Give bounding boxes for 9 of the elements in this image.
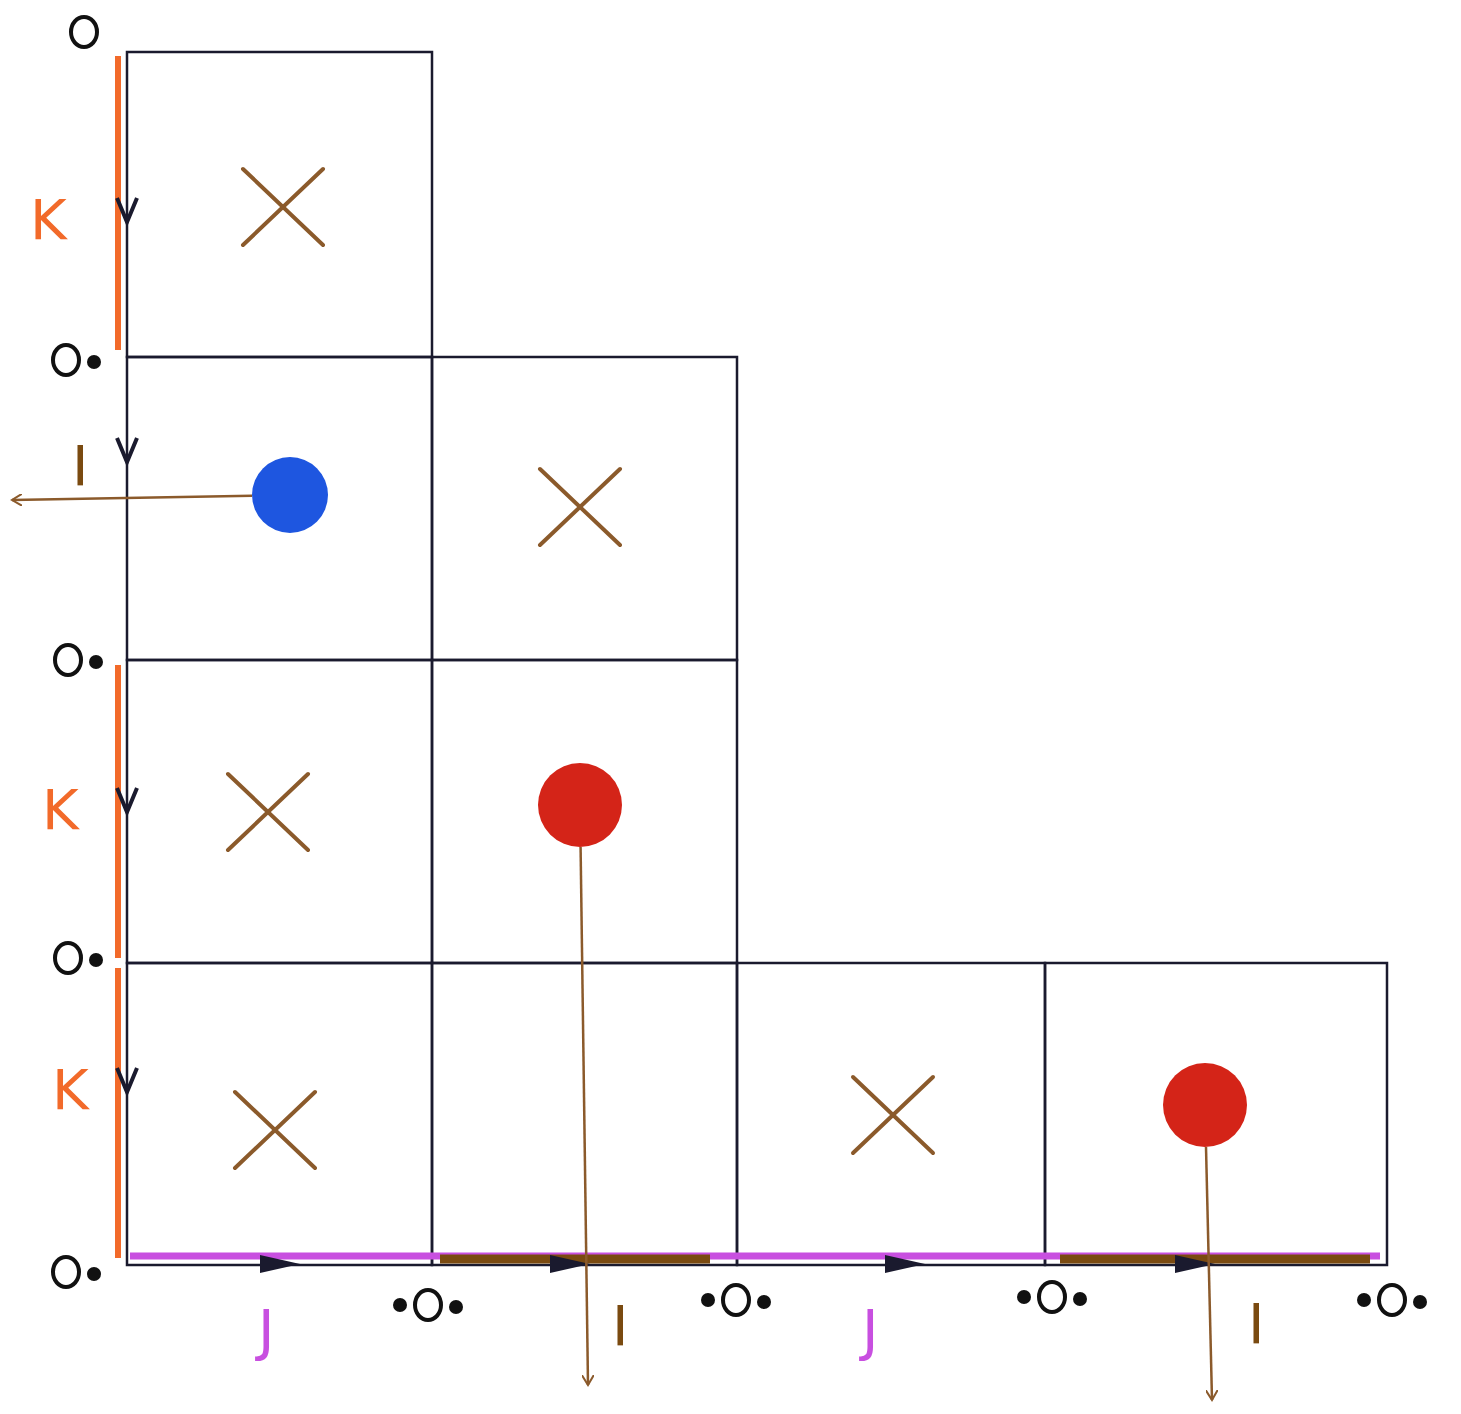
axis-label: I <box>612 1298 629 1354</box>
arrow <box>11 492 253 507</box>
axis-label: K <box>42 782 79 838</box>
arrow <box>1204 1146 1219 1401</box>
axis-label: I <box>72 438 89 494</box>
axis-label: K <box>52 1062 89 1118</box>
axis-label: K <box>30 192 67 248</box>
arrow <box>579 847 595 1386</box>
axis-label: I <box>1248 1296 1265 1352</box>
